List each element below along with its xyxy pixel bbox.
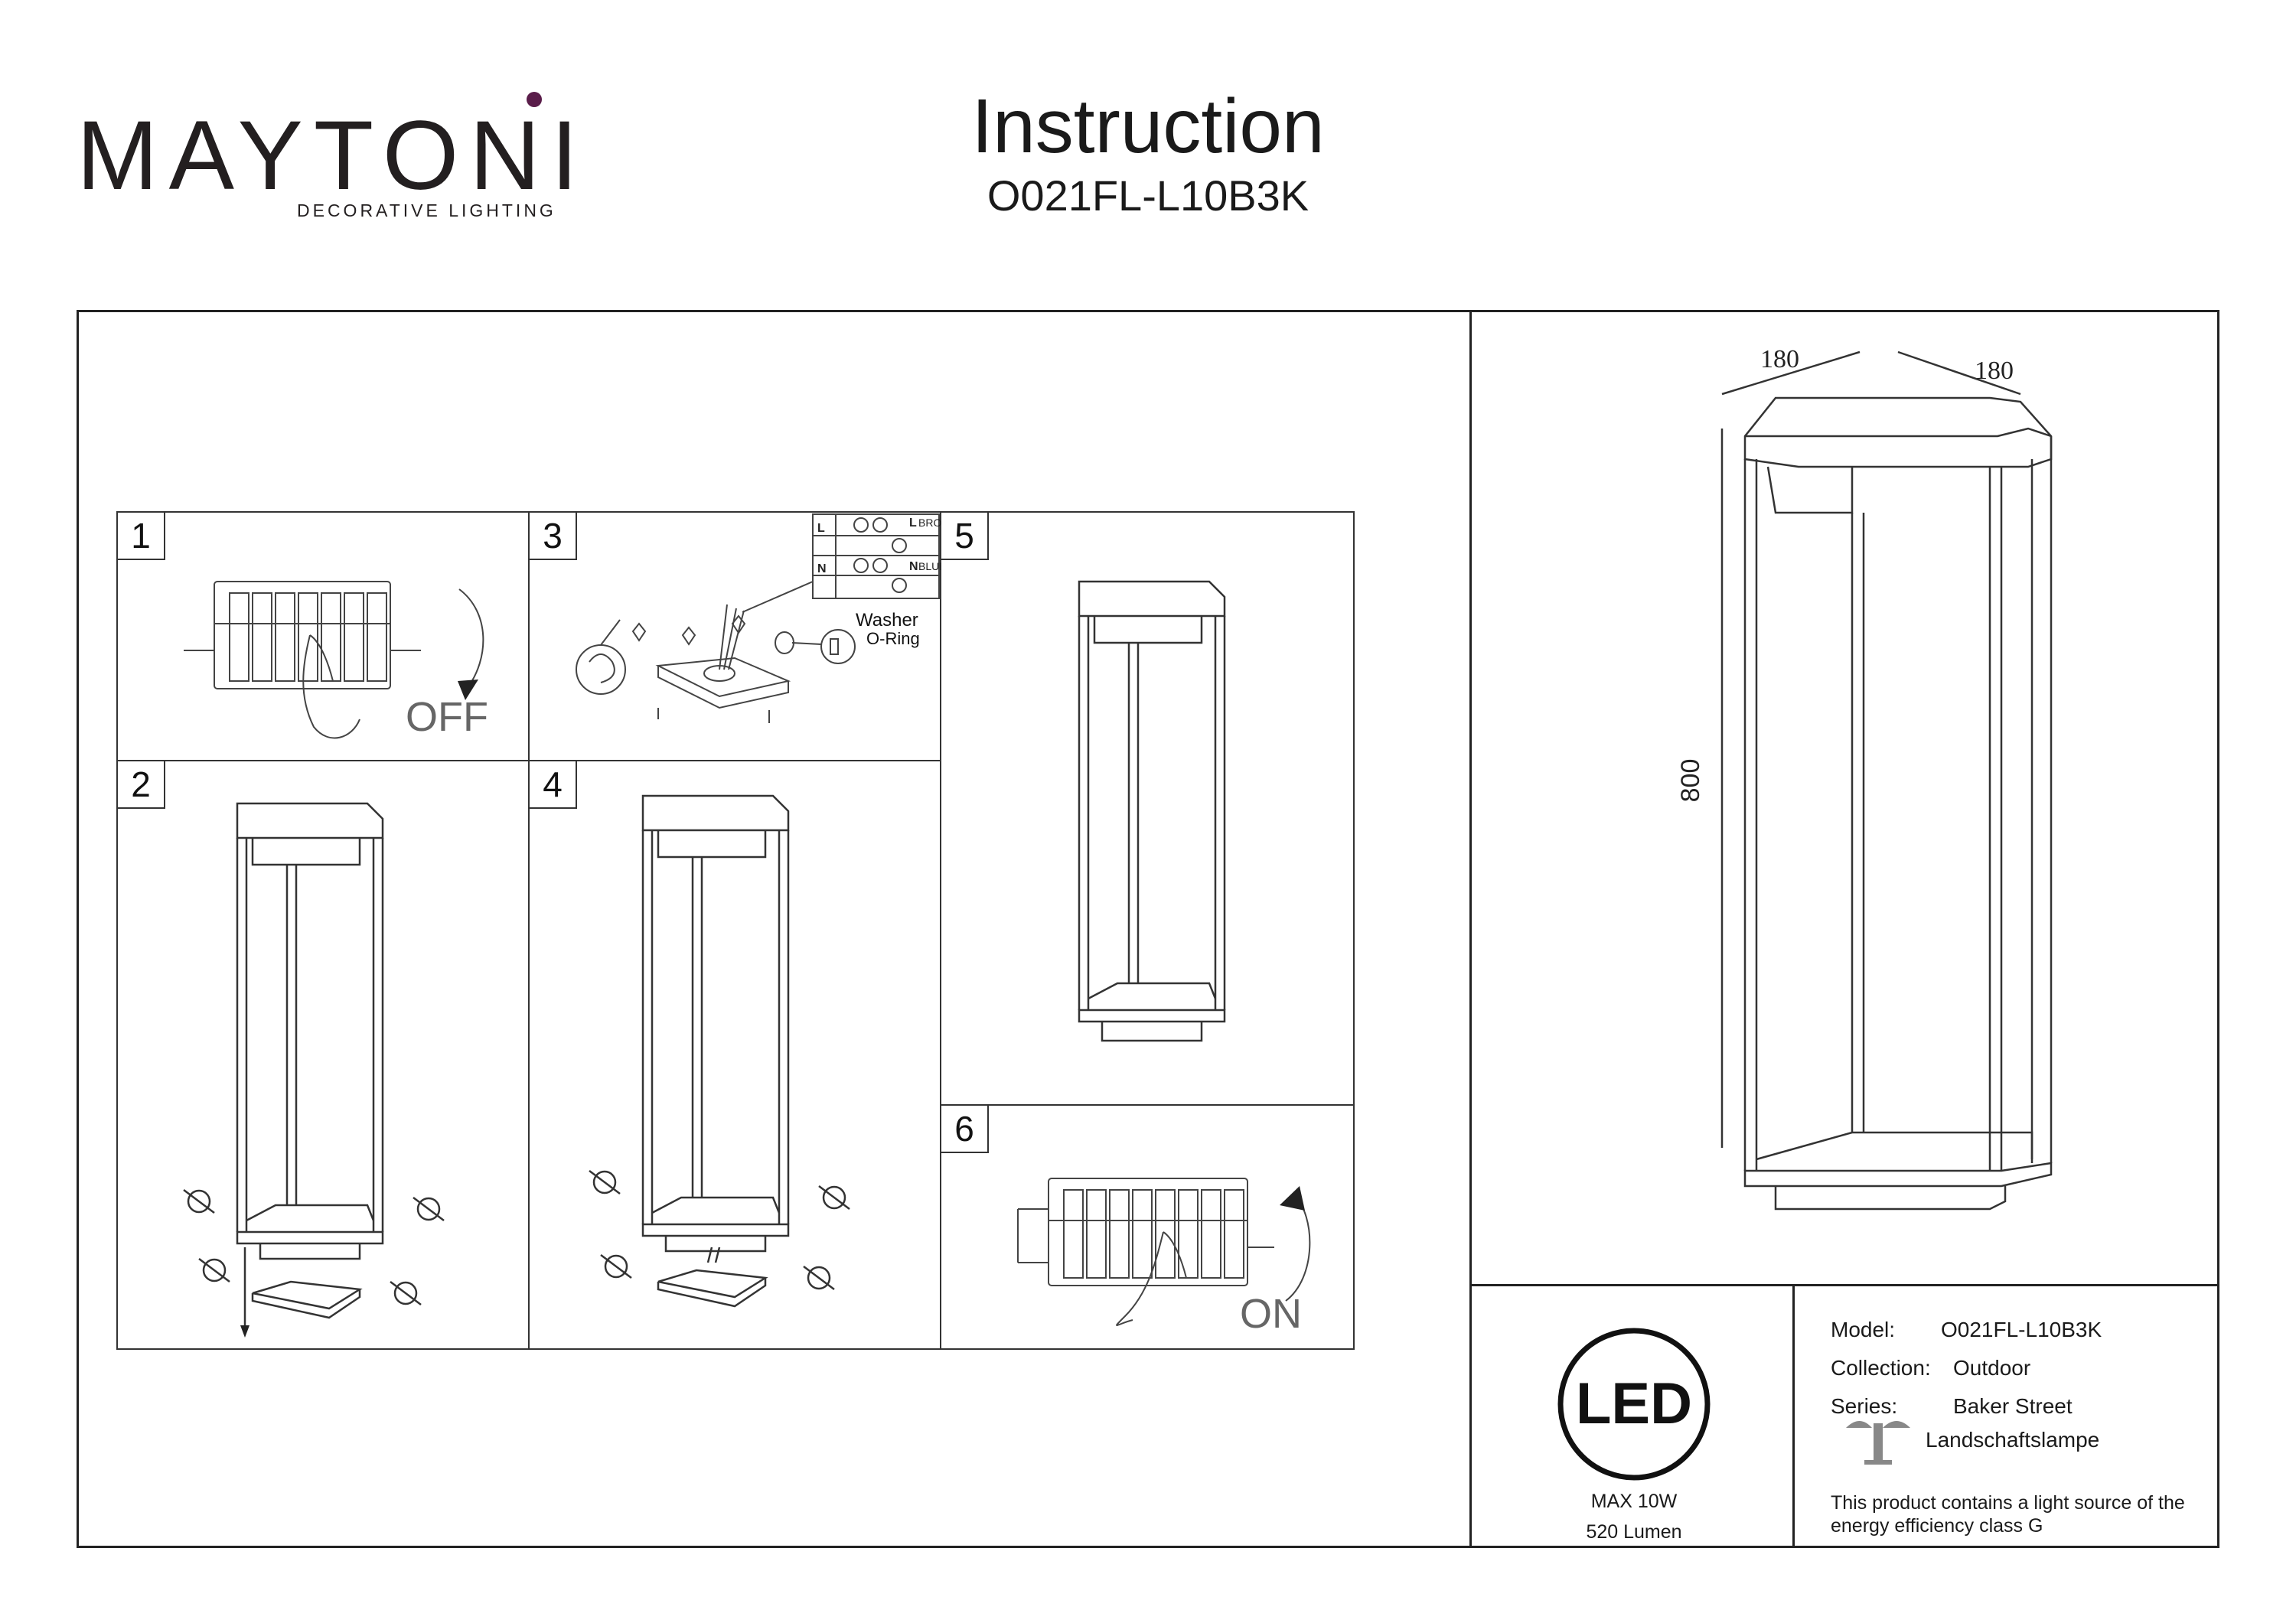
step5-lamp-illustration xyxy=(1078,580,1226,1042)
energy-note-line2: energy efficiency class G xyxy=(1831,1515,2043,1537)
step-number-4: 4 xyxy=(530,761,577,809)
o-ring-label: O-Ring xyxy=(866,629,920,648)
wire-l-right: L xyxy=(909,517,917,530)
wire-l-left: L xyxy=(817,522,825,535)
collection-label: Collection: xyxy=(1831,1356,1931,1380)
led-badge-text: LED xyxy=(1576,1371,1692,1436)
arrow-down-icon xyxy=(458,680,478,700)
led-badge-icon: LED xyxy=(1557,1328,1711,1481)
step1-breaker-illustration: OFF xyxy=(184,581,488,740)
series-value: Baker Street xyxy=(1953,1394,2073,1418)
dimension-width: 180 xyxy=(1760,345,1799,373)
steps-grid xyxy=(116,511,1355,1350)
step-number-2: 2 xyxy=(118,761,165,809)
dimension-height: 800 xyxy=(1676,759,1705,803)
model-value: O021FL-L10B3K xyxy=(1941,1318,2102,1341)
grid-col-1 xyxy=(528,511,530,1350)
grid-col-2 xyxy=(940,511,941,1350)
page-title: Instruction xyxy=(971,83,1325,169)
spec-divider xyxy=(1469,1284,2219,1286)
vertical-divider xyxy=(1469,310,1472,1548)
step-number-6: 6 xyxy=(941,1106,989,1153)
brand-tagline: DECORATIVE LIGHTING xyxy=(297,200,556,220)
grid-row-right xyxy=(940,1104,1355,1106)
grid-row-left xyxy=(116,760,941,761)
collection-value: Outdoor xyxy=(1953,1356,2031,1380)
product-type: Landschaftslampe xyxy=(1926,1428,2100,1452)
model-label: Model: xyxy=(1831,1318,1896,1341)
brand-logo: MAYTONI xyxy=(77,101,589,210)
on-label: ON xyxy=(1240,1291,1302,1337)
dimension-drawing: 180 180 800 xyxy=(1676,345,2053,1211)
step6-breaker-illustration: ON xyxy=(1017,1178,1311,1337)
series-label: Series: xyxy=(1831,1394,1898,1418)
spec-inner-divider xyxy=(1792,1284,1795,1548)
step3-wiring-illustration: L N L BROWN N BLUE Washer O-Ring xyxy=(576,513,941,723)
brand-logo-dot xyxy=(527,92,542,107)
wire-brown-label: BROWN xyxy=(918,517,941,529)
off-label: OFF xyxy=(406,694,488,740)
wire-n-left: N xyxy=(817,562,827,575)
dimension-depth: 180 xyxy=(1975,357,2014,385)
step-number-5: 5 xyxy=(941,513,989,560)
energy-note-line1: This product contains a light source of … xyxy=(1831,1492,2185,1514)
instruction-frame xyxy=(77,310,2219,1548)
step-number-3: 3 xyxy=(530,513,577,560)
step-number-1: 1 xyxy=(118,513,165,560)
washer-label: Washer xyxy=(856,610,918,631)
wire-n-right: N xyxy=(909,560,918,573)
arrow-up-icon xyxy=(1280,1186,1305,1211)
step4-lamp-illustration xyxy=(589,794,850,1308)
landscape-lamp-icon xyxy=(1846,1421,1910,1465)
arrow-down-icon xyxy=(240,1325,249,1338)
wire-blue-label: BLUE xyxy=(918,560,941,572)
model-code: O021FL-L10B3K xyxy=(987,171,1309,220)
max-power: MAX 10W xyxy=(1590,1491,1678,1512)
step2-lamp-illustration xyxy=(183,802,445,1338)
lumen-value: 520 Lumen xyxy=(1586,1521,1682,1543)
